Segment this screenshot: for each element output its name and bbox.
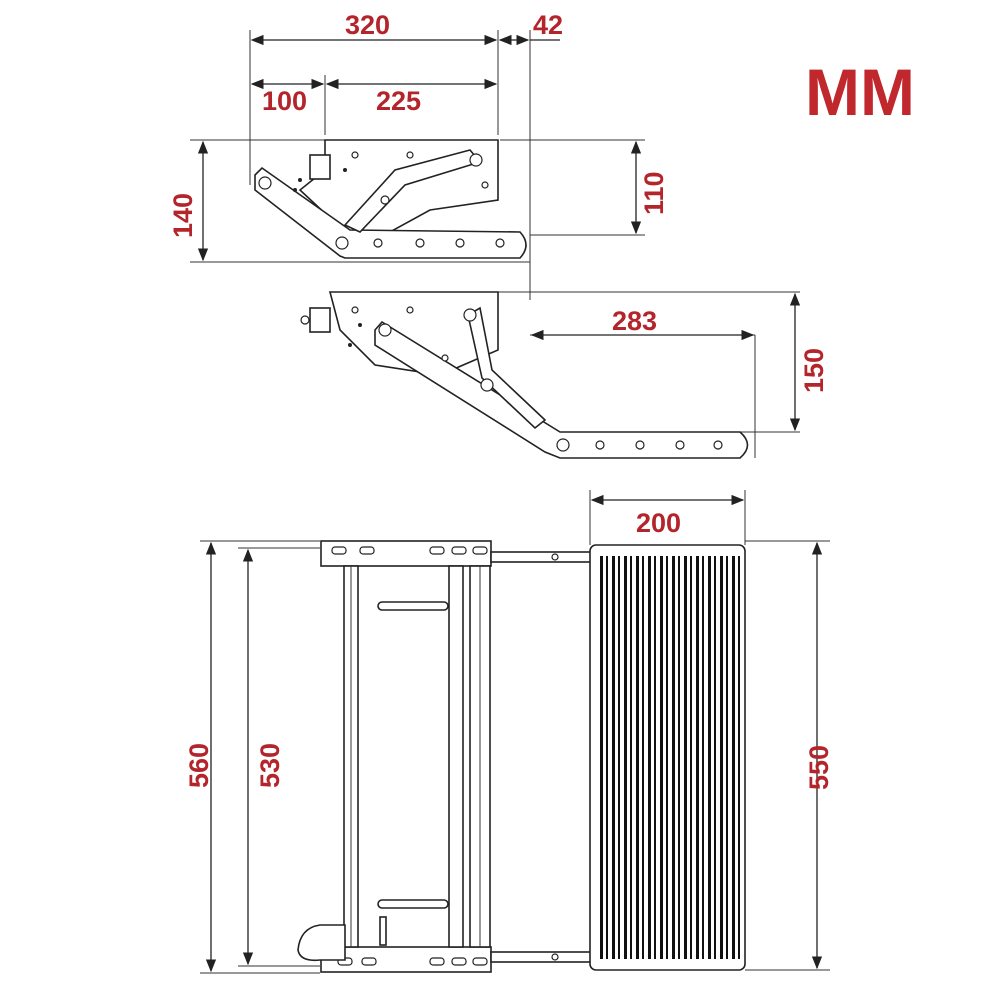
tread-rib bbox=[660, 556, 663, 959]
tread-rib bbox=[648, 556, 651, 959]
tread-rib bbox=[678, 556, 680, 959]
plan-view bbox=[200, 490, 830, 974]
dim-140: 140 bbox=[168, 193, 198, 238]
tread-rib bbox=[684, 556, 687, 959]
dim-560: 560 bbox=[184, 743, 214, 788]
tread-rib bbox=[618, 556, 620, 959]
tread-rib bbox=[666, 556, 668, 959]
tread-rib bbox=[630, 556, 632, 959]
tread-ribs bbox=[600, 556, 740, 959]
dim-42: 42 bbox=[533, 10, 563, 40]
dim-150: 150 bbox=[799, 348, 829, 393]
tread-rib bbox=[624, 556, 627, 959]
tread-rib bbox=[732, 556, 735, 959]
tread-rib bbox=[702, 556, 704, 959]
tread-rib bbox=[600, 556, 603, 959]
extended-side-view bbox=[300, 291, 801, 459]
tread-rib bbox=[654, 556, 656, 959]
retracted-side-view bbox=[190, 30, 645, 300]
tread-rib bbox=[606, 556, 608, 959]
tread-rib bbox=[690, 556, 692, 959]
unit-label: MM bbox=[805, 55, 915, 129]
tread-rib bbox=[708, 556, 711, 959]
tread-rib bbox=[738, 556, 740, 959]
tread-rib bbox=[612, 556, 615, 959]
dim-225: 225 bbox=[376, 86, 421, 116]
tread-rib bbox=[636, 556, 639, 959]
dim-200: 200 bbox=[636, 508, 681, 538]
dim-283: 283 bbox=[612, 306, 657, 336]
dim-110: 110 bbox=[639, 171, 669, 215]
dim-100: 100 bbox=[262, 86, 307, 116]
tread-rib bbox=[714, 556, 716, 959]
tread-rib bbox=[696, 556, 699, 959]
dim-530: 530 bbox=[255, 743, 285, 788]
tread-rib bbox=[642, 556, 644, 959]
tread-rib bbox=[726, 556, 728, 959]
dim-550: 550 bbox=[804, 745, 834, 790]
tread-rib bbox=[720, 556, 723, 959]
tread-rib bbox=[672, 556, 675, 959]
dim-320: 320 bbox=[345, 10, 390, 40]
